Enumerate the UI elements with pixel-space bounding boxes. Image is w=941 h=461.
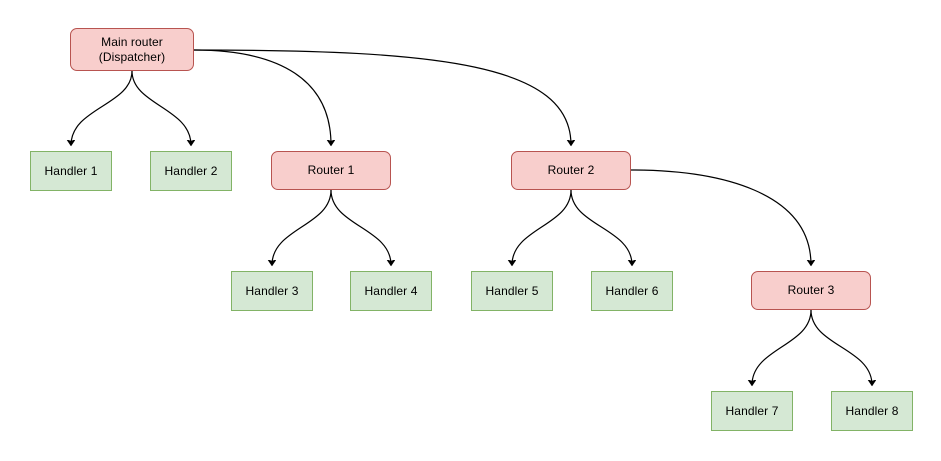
edge-router-1-to-handler-4 — [330, 189, 391, 265]
edge-router-2-to-handler-6 — [570, 189, 632, 265]
node-router-2[interactable]: Router 2 — [511, 151, 631, 190]
node-label-router-3: Router 3 — [787, 283, 835, 297]
node-label-router-1: Router 1 — [307, 163, 355, 177]
node-handler-8[interactable]: Handler 8 — [831, 391, 913, 431]
node-handler-2[interactable]: Handler 2 — [150, 151, 232, 191]
edge-router-3-to-handler-7 — [752, 309, 812, 385]
edge-router-3-to-handler-8 — [810, 309, 872, 385]
edge-main-router-to-router-2 — [193, 49, 571, 145]
edge-main-router-to-handler-1 — [71, 70, 133, 145]
node-label-router-2: Router 2 — [547, 163, 595, 177]
node-label-handler-6: Handler 6 — [605, 283, 659, 298]
node-main-router[interactable]: Main router (Dispatcher) — [70, 28, 194, 71]
edge-router-1-to-handler-3 — [272, 189, 332, 265]
node-handler-6[interactable]: Handler 6 — [591, 271, 673, 311]
node-label-handler-2: Handler 2 — [164, 163, 218, 178]
edge-main-router-to-router-1 — [193, 49, 331, 145]
node-label-main-router: Main router (Dispatcher) — [98, 34, 166, 64]
node-label-handler-1: Handler 1 — [44, 163, 98, 178]
node-label-handler-8: Handler 8 — [845, 403, 899, 418]
edge-router-2-to-router-3 — [630, 169, 811, 265]
node-label-handler-7: Handler 7 — [725, 403, 779, 418]
node-handler-3[interactable]: Handler 3 — [231, 271, 313, 311]
node-router-1[interactable]: Router 1 — [271, 151, 391, 190]
node-handler-1[interactable]: Handler 1 — [30, 151, 112, 191]
node-router-3[interactable]: Router 3 — [751, 271, 871, 310]
edge-router-2-to-handler-5 — [512, 189, 572, 265]
edge-group — [71, 49, 872, 385]
node-handler-7[interactable]: Handler 7 — [711, 391, 793, 431]
node-handler-5[interactable]: Handler 5 — [471, 271, 553, 311]
node-label-handler-3: Handler 3 — [245, 283, 299, 298]
edge-main-router-to-handler-2 — [131, 70, 191, 145]
node-handler-4[interactable]: Handler 4 — [350, 271, 432, 311]
node-label-handler-4: Handler 4 — [364, 283, 418, 298]
node-label-handler-5: Handler 5 — [485, 283, 539, 298]
